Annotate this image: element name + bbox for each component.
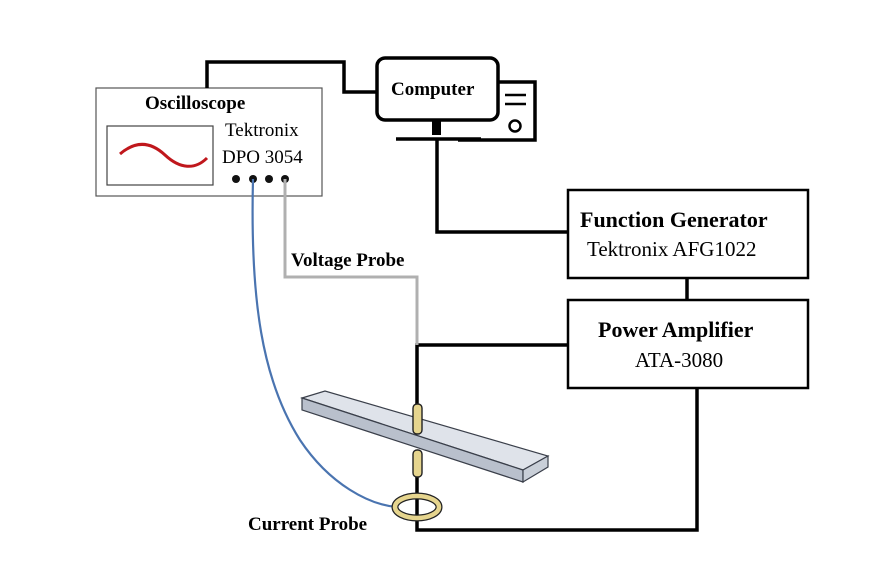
tower-power-button — [508, 119, 522, 133]
computer-label: Computer — [391, 79, 475, 100]
power-amplifier-box — [566, 298, 810, 390]
voltage-probe-label: Voltage Probe — [291, 250, 405, 271]
oscilloscope-brand: Tektronix — [225, 120, 299, 141]
oscilloscope-screen — [106, 125, 214, 186]
function-generator-model: Tektronix AFG1022 — [587, 237, 757, 261]
oscilloscope-title: Oscilloscope — [145, 93, 246, 114]
current-probe-ring-fill — [392, 493, 442, 521]
power-amplifier-model: ATA-3080 — [635, 348, 724, 372]
voltage-probe-cable — [283, 179, 419, 345]
current-probe-label: Current Probe — [248, 514, 368, 535]
lower-electrode — [412, 449, 423, 478]
amp-output-wire-top — [415, 343, 568, 405]
oscilloscope-port-3 — [265, 175, 273, 183]
computer-stand — [432, 121, 441, 135]
amp-output-wire-bottom — [415, 388, 699, 532]
computer-tower — [458, 80, 537, 142]
beam-end — [522, 454, 549, 484]
computer-monitor — [375, 56, 500, 122]
waveform-trace — [119, 142, 209, 168]
function-generator-box — [566, 188, 810, 280]
power-amplifier-title: Power Amplifier — [598, 317, 754, 342]
oscilloscope-model: DPO 3054 — [222, 147, 303, 168]
current-probe-cable — [251, 178, 398, 509]
upper-electrode — [412, 403, 423, 435]
scope-computer-wire — [205, 60, 377, 94]
beam-top — [300, 390, 550, 471]
oscilloscope-port-1 — [232, 175, 240, 183]
computer-fg-wire — [435, 140, 568, 234]
function-generator-title: Function Generator — [580, 207, 768, 232]
